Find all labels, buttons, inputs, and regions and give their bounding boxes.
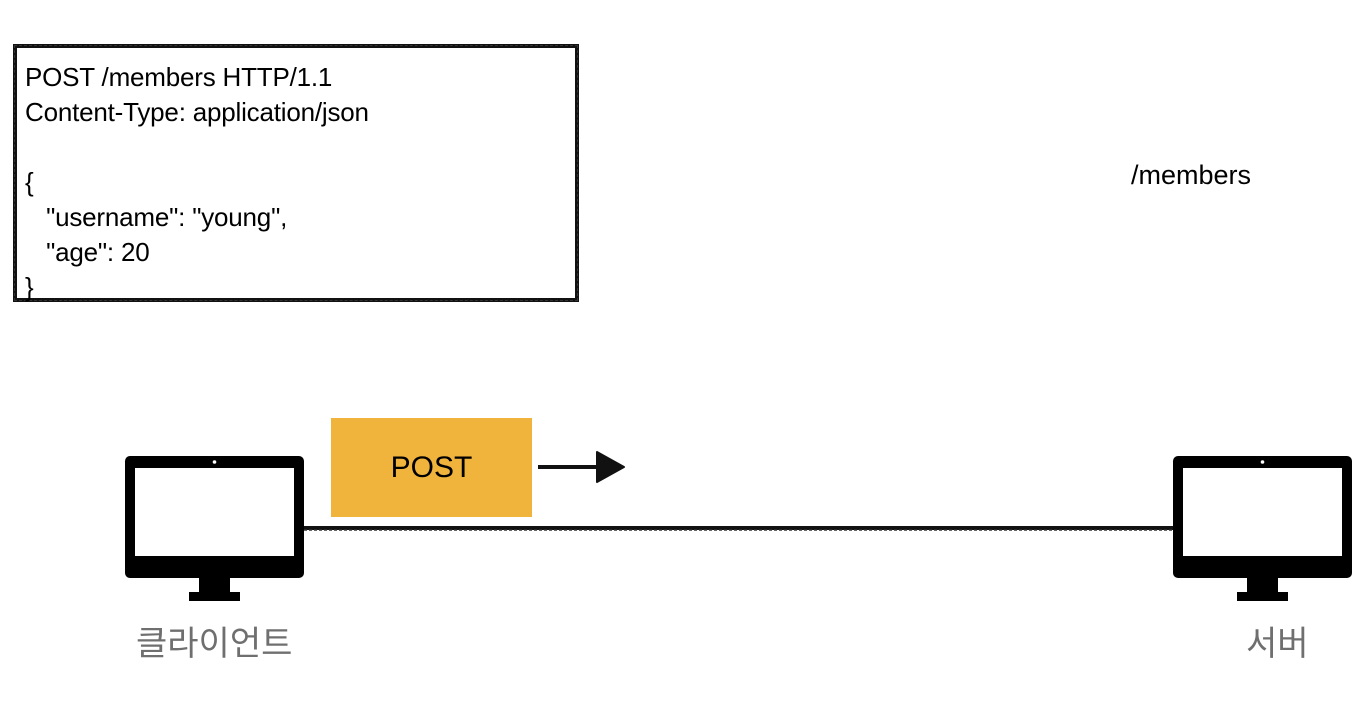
request-line: POST /members HTTP/1.1 xyxy=(25,62,333,92)
request-line xyxy=(25,130,369,165)
http-request-lines: POST /members HTTP/1.1 Content-Type: app… xyxy=(25,60,369,305)
arrow-right-icon xyxy=(538,451,625,483)
server-label: 서버 xyxy=(1246,625,1309,663)
method-badge: POST xyxy=(331,418,532,517)
request-line: "username": "young", xyxy=(25,202,288,232)
http-request-box: POST /members HTTP/1.1 Content-Type: app… xyxy=(13,44,579,302)
method-badge-label: POST xyxy=(390,450,473,484)
request-line: { xyxy=(25,167,34,197)
request-line: "age": 20 xyxy=(25,237,150,267)
client-monitor-icon xyxy=(125,456,304,601)
request-line: Content-Type: application/json xyxy=(25,97,369,127)
server-path-label: /members xyxy=(1131,160,1252,190)
server-monitor-icon xyxy=(1173,456,1352,601)
request-line: } xyxy=(25,272,34,302)
client-label: 클라이언트 xyxy=(136,625,293,663)
